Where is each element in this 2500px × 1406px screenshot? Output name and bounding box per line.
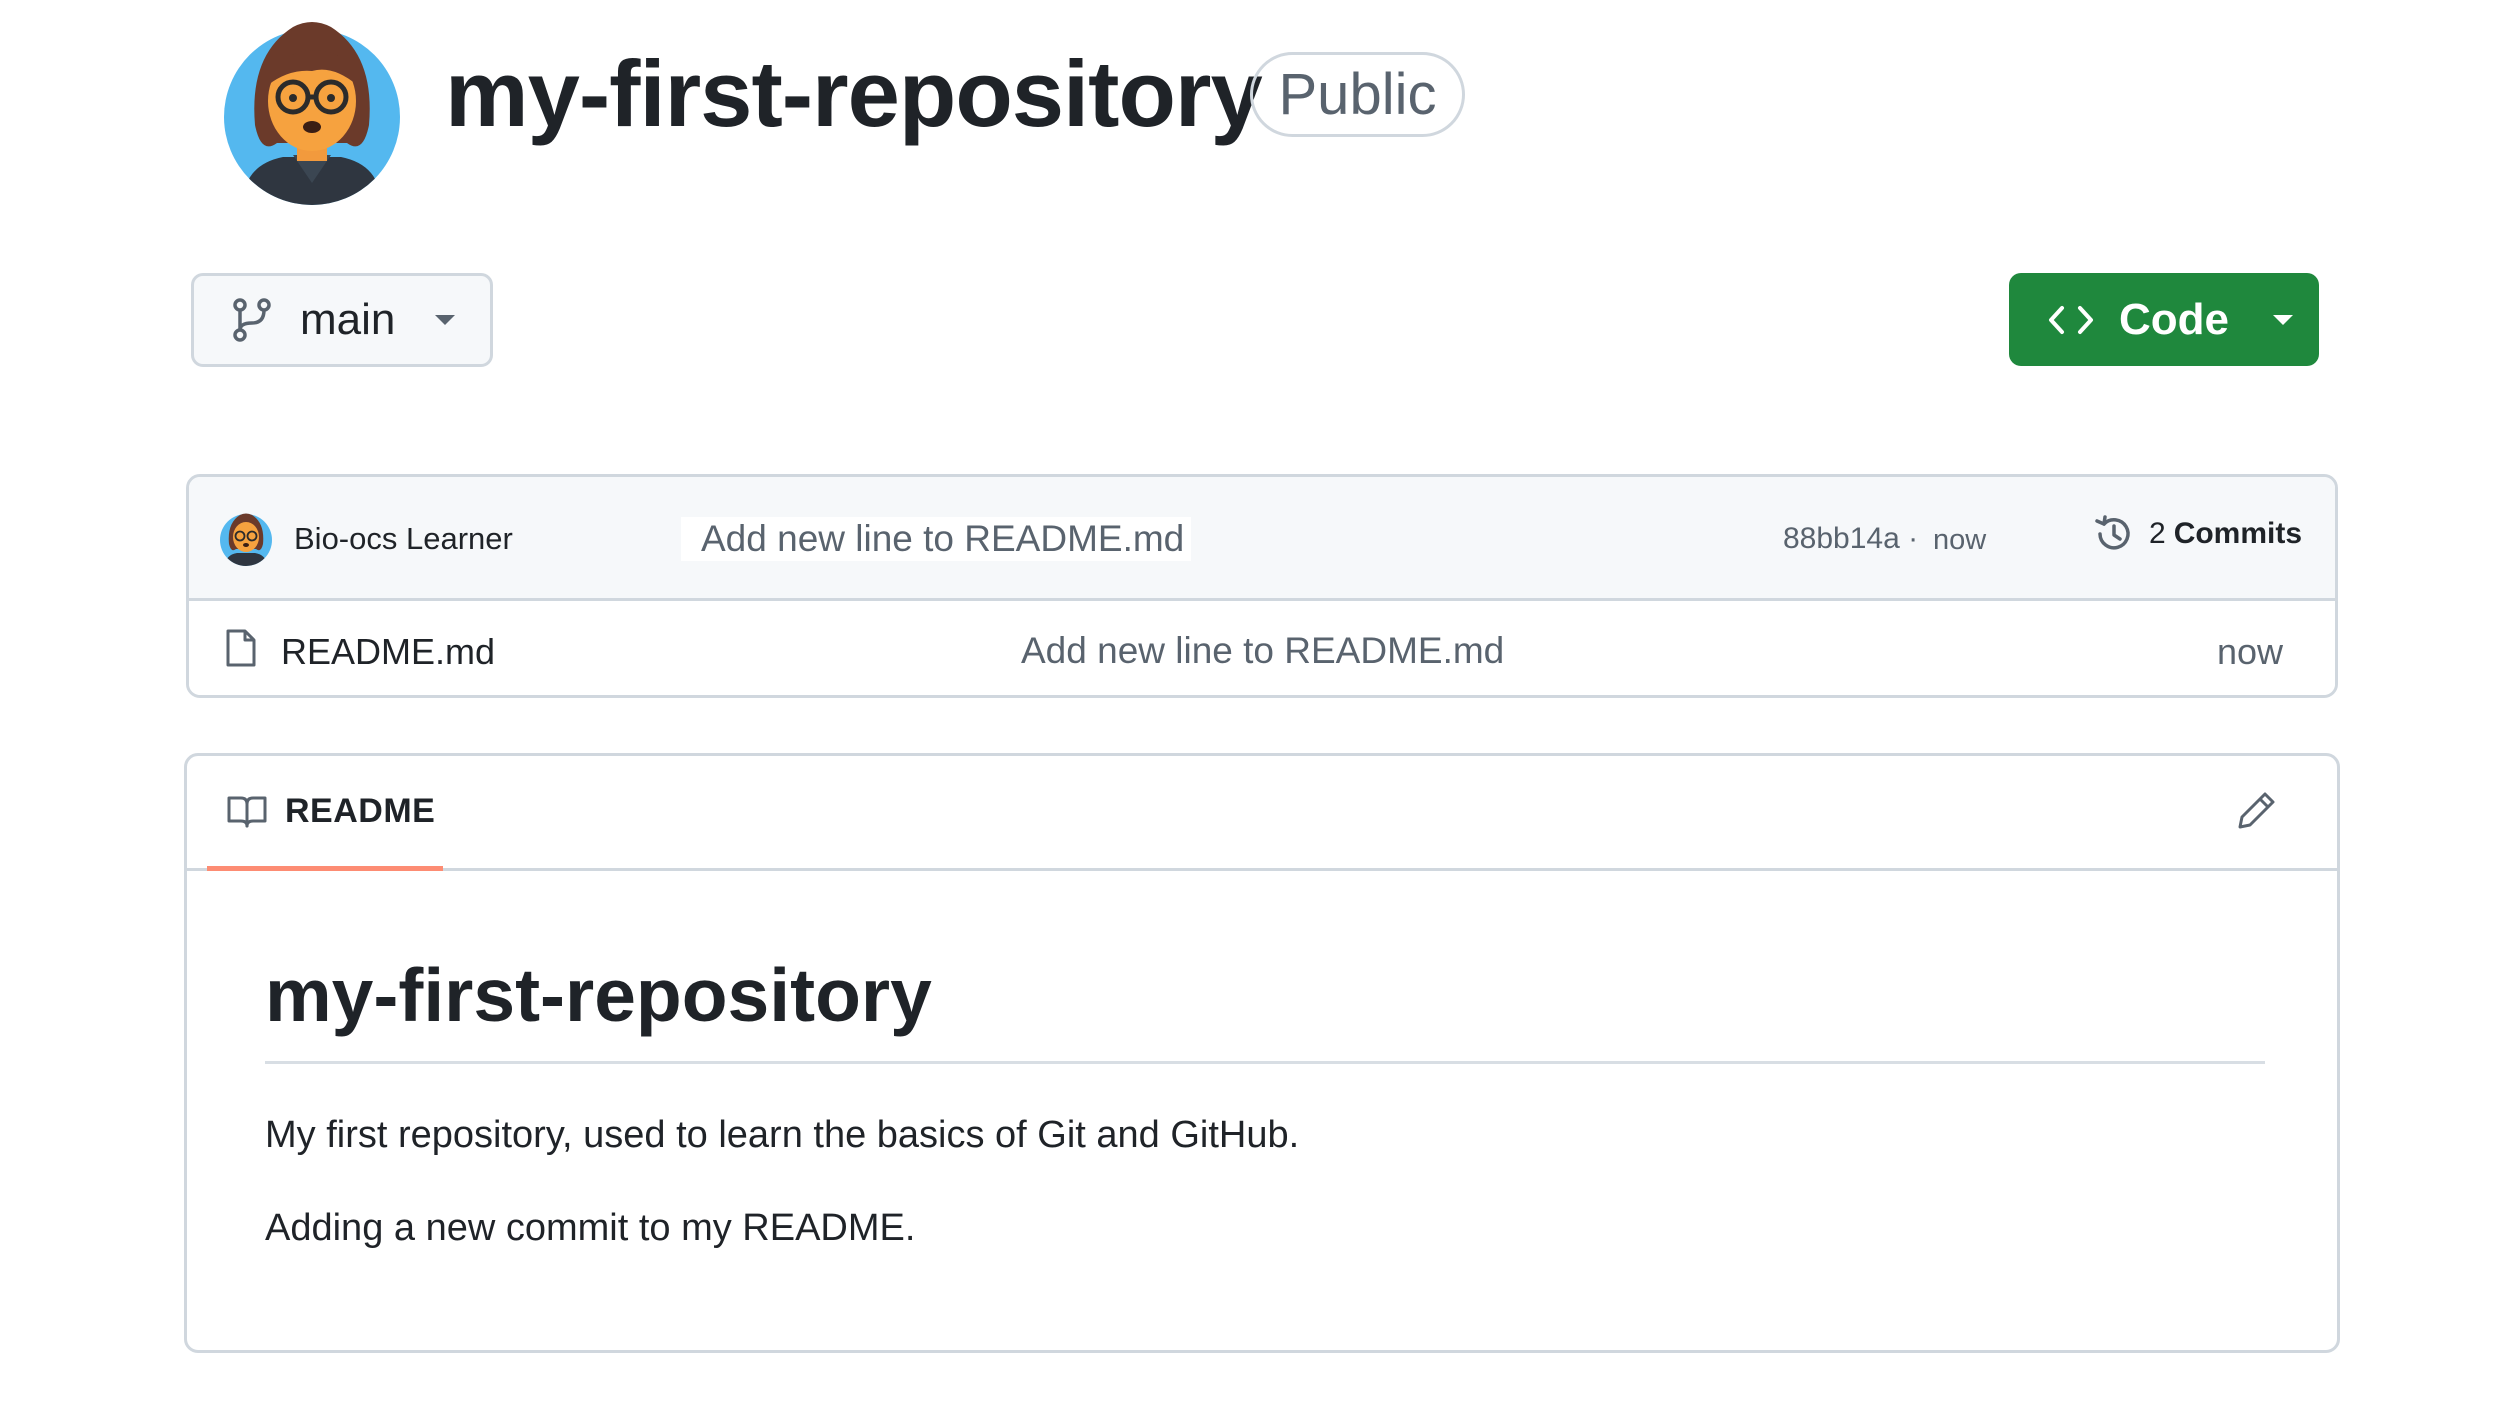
latest-commit-message[interactable]: Add new line to README.md xyxy=(681,517,1191,561)
commit-author[interactable]: Bio-ocs Learner xyxy=(294,521,513,556)
readme-tab-label: README xyxy=(285,791,436,830)
code-button[interactable]: Code xyxy=(2009,273,2319,366)
readme-heading: my-first-repository xyxy=(265,951,2265,1064)
file-row[interactable]: README.md Add new line to README.md now xyxy=(189,601,2335,695)
code-button-label: Code xyxy=(2119,294,2229,344)
book-icon xyxy=(227,796,267,828)
branch-selector-button[interactable]: main xyxy=(191,273,493,367)
readme-header: README xyxy=(187,756,2337,871)
commit-sha[interactable]: 88bb14a · xyxy=(1783,522,1919,555)
owner-avatar[interactable] xyxy=(223,15,401,205)
author-avatar[interactable] xyxy=(219,511,273,567)
file-name[interactable]: README.md xyxy=(281,631,496,672)
chevron-down-icon xyxy=(2273,314,2293,325)
file-last-commit-message[interactable]: Add new line to README.md xyxy=(1021,630,1505,671)
chevron-down-icon xyxy=(435,315,456,325)
pencil-icon[interactable] xyxy=(2237,790,2277,830)
file-last-commit-time: now xyxy=(2216,631,2283,672)
readme-paragraph: My first repository, used to learn the b… xyxy=(265,1114,1300,1156)
commit-time: now xyxy=(1933,524,1987,556)
commits-label: Commits xyxy=(2173,517,2303,550)
latest-commit-bar: Bio-ocs Learner Add new line to README.m… xyxy=(189,477,2335,601)
readme-paragraph: Adding a new commit to my README. xyxy=(265,1207,916,1249)
commit-count: 2 xyxy=(2149,517,2166,550)
visibility-badge: Public xyxy=(1250,52,1465,137)
history-icon xyxy=(2095,515,2130,550)
git-branch-icon xyxy=(233,298,271,342)
file-icon xyxy=(226,629,256,667)
repo-title[interactable]: my-first-repository xyxy=(445,41,1263,146)
readme-panel: README my-first-repository My first repo… xyxy=(184,753,2340,1353)
tab-readme[interactable]: README xyxy=(207,756,443,871)
commits-history-link[interactable]: 2 Commits xyxy=(2093,513,2302,555)
file-list: Bio-ocs Learner Add new line to README.m… xyxy=(186,474,2338,698)
branch-name: main xyxy=(300,295,396,344)
code-icon xyxy=(2049,305,2093,334)
